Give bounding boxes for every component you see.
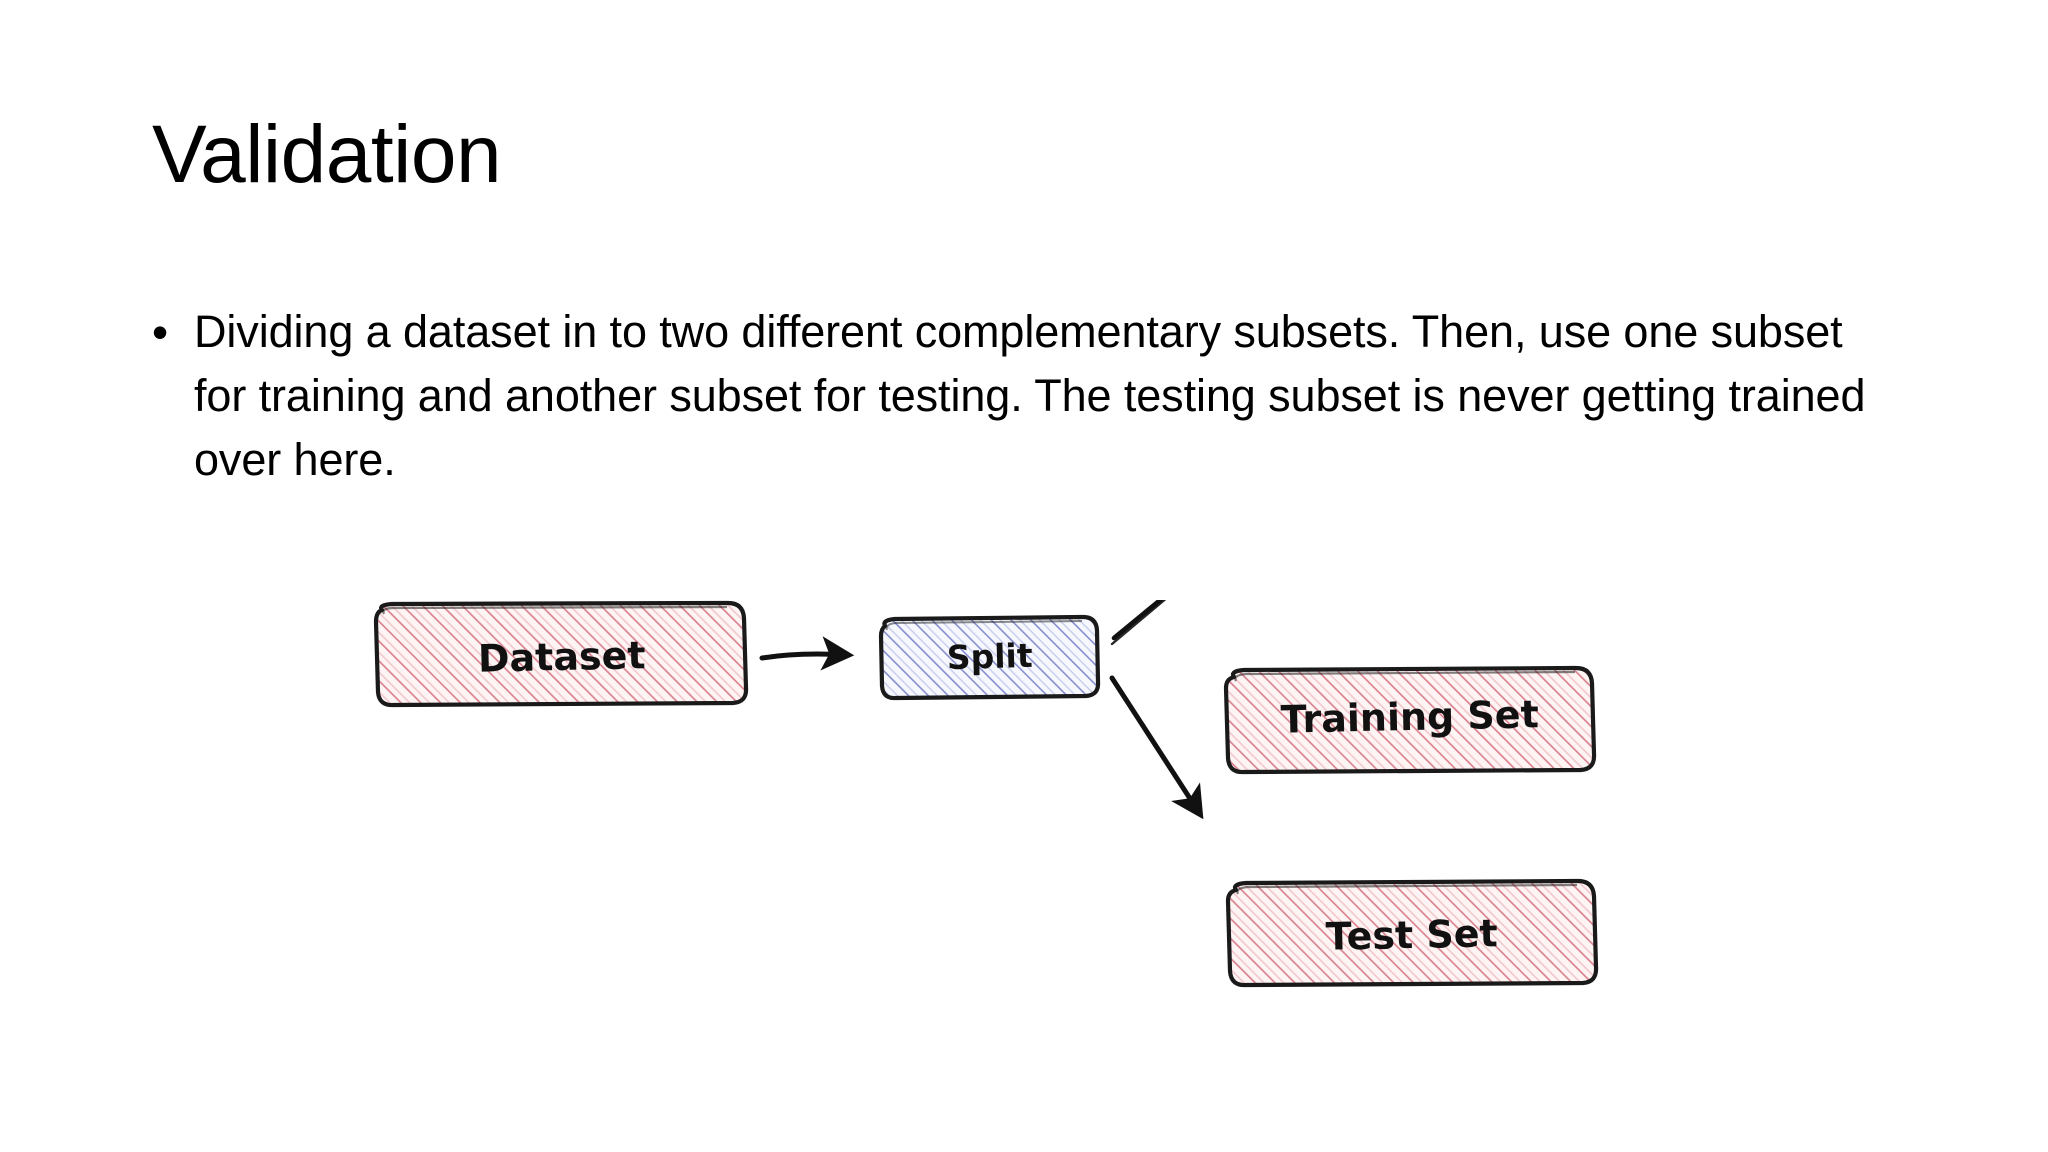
body-content: • Dividing a dataset in to two different…: [152, 300, 1912, 492]
node-label-test-set: Test Set: [1325, 911, 1498, 959]
bullet-item-text: Dividing a dataset in to two different c…: [194, 306, 1866, 485]
node-label-dataset: Dataset: [478, 633, 646, 680]
node-label-training-set: Training Set: [1280, 692, 1539, 741]
diagram-node-test-set: Test Set: [1225, 878, 1599, 988]
bullet-list-item: • Dividing a dataset in to two different…: [152, 300, 1912, 492]
diagram-edge-split-to-test-set: [1109, 675, 1204, 820]
bullet-marker-icon: •: [152, 306, 169, 358]
diagram-svg: Dataset Split Training Set Test Set: [373, 600, 1599, 988]
page-title: Validation: [152, 109, 502, 200]
validation-flow-diagram: Dataset Split Training Set Test Set: [0, 600, 2048, 1120]
diagram-node-training-set: Training Set: [1223, 665, 1597, 775]
diagram-edge-dataset-to-split: [759, 636, 855, 671]
node-label-split: Split: [946, 636, 1033, 677]
diagram-node-dataset: Dataset: [373, 600, 749, 708]
diagram-edge-split-to-training-set: [1110, 600, 1167, 646]
diagram-node-split: Split: [878, 614, 1101, 701]
